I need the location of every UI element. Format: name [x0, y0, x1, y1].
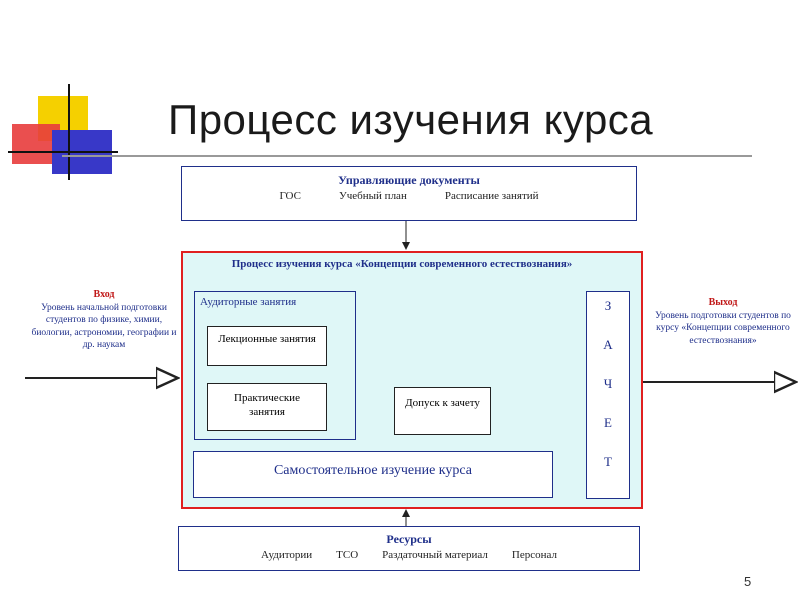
control-doc-schedule: Расписание занятий	[444, 190, 539, 202]
self-study-label: Самостоятельное изучение курса	[273, 463, 473, 478]
logo	[8, 84, 118, 184]
resource-rooms: Аудитории	[261, 549, 313, 561]
lectures-label: Лекционные занятия	[218, 333, 316, 345]
credit-letter-t: Т	[604, 454, 612, 469]
input-block: Вход Уровень начальной подготовки студен…	[30, 289, 178, 352]
title-underline	[62, 155, 752, 157]
control-doc-plan: Учебный план	[338, 190, 407, 202]
logo-vertical-line	[68, 84, 70, 180]
admission-box: Допуск к зачету	[394, 387, 491, 435]
resources-box: Ресурсы Аудитории ТСО Раздаточный матери…	[178, 526, 640, 571]
credit-letter-a: А	[603, 337, 613, 352]
logo-horizontal-line	[8, 151, 118, 153]
credit-box: З А Ч Е Т	[586, 291, 630, 499]
input-text: Уровень начальной подготовки студентов п…	[31, 302, 177, 351]
output-text: Уровень подготовки студентов по курсу «К…	[655, 310, 791, 346]
resource-staff: Персонал	[511, 549, 557, 561]
resources-heading: Ресурсы	[386, 532, 432, 546]
credit-letter-z: З	[604, 298, 612, 313]
output-block: Выход Уровень подготовки студентов по ку…	[650, 297, 796, 347]
output-heading: Выход	[708, 297, 738, 308]
control-docs-heading: Управляющие документы	[338, 173, 480, 187]
process-heading: Процесс изучения курса «Концепции соврем…	[231, 258, 573, 270]
lectures-box: Лекционные занятия	[207, 326, 327, 366]
auditorium-label: Аудиторные занятия	[200, 296, 297, 308]
admission-label: Допуск к зачету	[405, 397, 480, 409]
practical-label: Практические занятия	[234, 392, 300, 418]
control-docs-box: Управляющие документы ГОС Учебный план Р…	[181, 166, 637, 221]
credit-letter-e: Е	[604, 415, 612, 430]
control-doc-gos: ГОС	[279, 190, 301, 202]
self-study-box: Самостоятельное изучение курса	[193, 451, 553, 498]
page-number: 5	[744, 574, 752, 589]
resource-tso: ТСО	[336, 549, 359, 561]
input-heading: Вход	[93, 289, 115, 300]
credit-letter-ch: Ч	[603, 376, 613, 391]
slide-title: Процесс изучения курса	[168, 96, 654, 143]
resource-handouts: Раздаточный материал	[382, 549, 488, 561]
practical-box: Практические занятия	[207, 383, 327, 431]
